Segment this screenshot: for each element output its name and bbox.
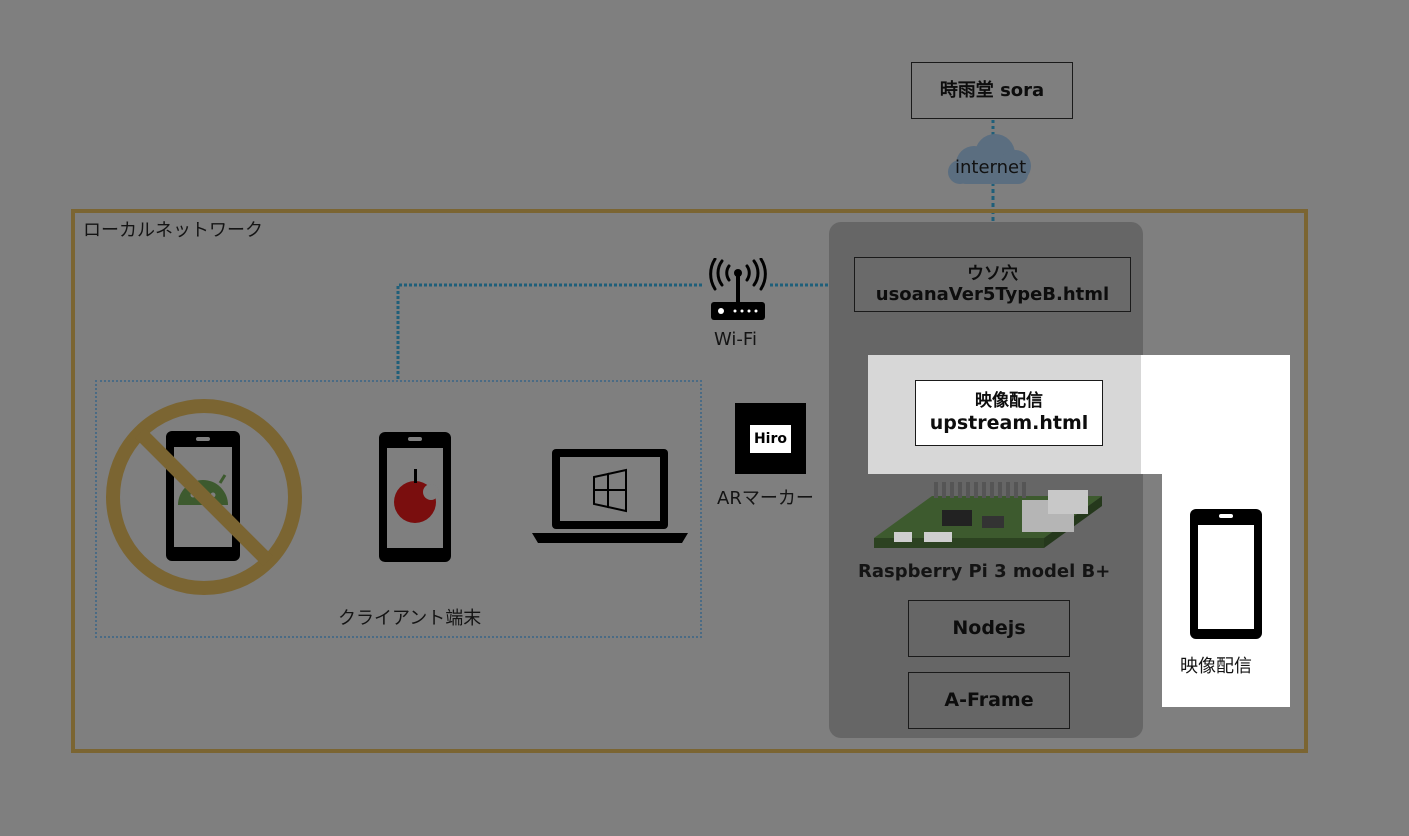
client-devices-group — [95, 380, 702, 638]
wifi-label: Wi-Fi — [714, 329, 757, 350]
raspberry-pi-board-icon — [874, 482, 1102, 548]
nodejs-label: Nodejs — [952, 617, 1026, 640]
ar-marker-text: Hiro — [753, 431, 788, 447]
cloud-icon — [948, 134, 1031, 184]
streaming-phone-label: 映像配信 — [1180, 656, 1252, 677]
usoana-file: usoanaVer5TypeB.html — [875, 283, 1110, 305]
local-network-label: ローカルネットワーク — [83, 220, 263, 241]
nodejs-box: Nodejs — [908, 600, 1070, 657]
android-phone-forbidden-icon — [106, 399, 302, 595]
streaming-phone-icon — [1190, 509, 1262, 639]
raspberry-pi-label: Raspberry Pi 3 model B+ — [858, 561, 1111, 582]
apple-phone-icon — [379, 432, 451, 562]
upstream-highlight-right — [1141, 355, 1290, 474]
ar-marker-inner: Hiro — [750, 425, 791, 453]
aframe-label: A-Frame — [944, 689, 1034, 712]
wifi-router-icon — [709, 258, 767, 320]
client-devices-label: クライアント端末 — [338, 608, 482, 629]
internet-label: internet — [955, 157, 1027, 178]
ar-marker-label: ARマーカー — [717, 488, 814, 509]
aframe-box: A-Frame — [908, 672, 1070, 729]
upstream-box: 映像配信 upstream.html — [915, 380, 1103, 446]
upstream-title: 映像配信 — [975, 391, 1043, 412]
windows-laptop-icon — [532, 449, 688, 543]
local-network-frame — [71, 209, 1308, 753]
sora-server-label: 時雨堂 sora — [939, 79, 1045, 101]
upstream-file: upstream.html — [929, 411, 1089, 434]
ar-marker-icon: Hiro — [735, 403, 806, 474]
usoana-box: ウソ穴 usoanaVer5TypeB.html — [854, 257, 1131, 312]
sora-server-box: 時雨堂 sora — [911, 62, 1073, 119]
usoana-title: ウソ穴 — [967, 263, 1018, 284]
